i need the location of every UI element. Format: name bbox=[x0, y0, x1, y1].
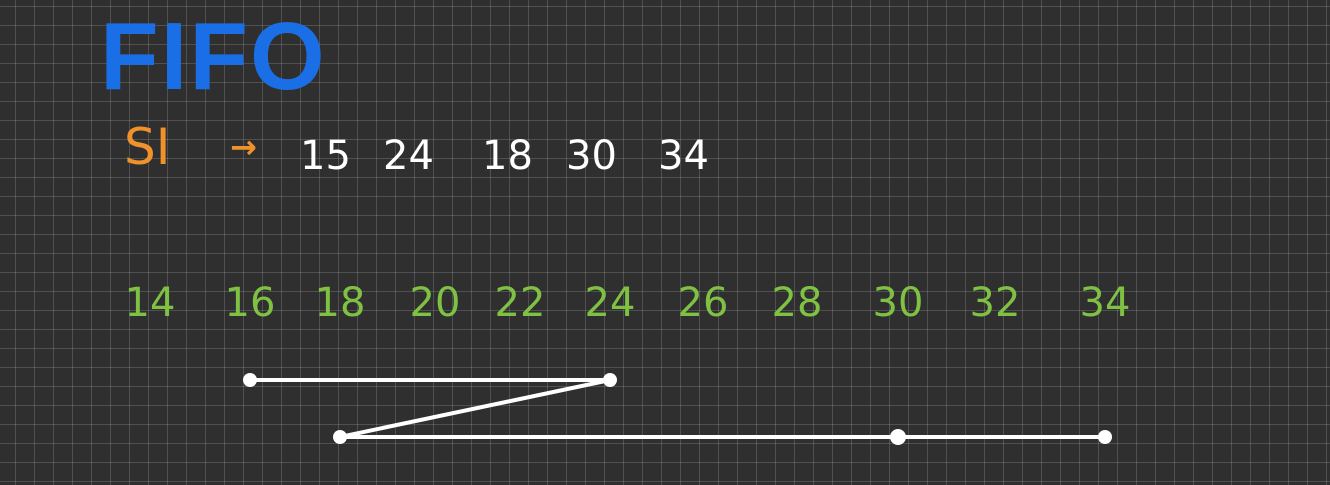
axis-tick-label: 14 bbox=[124, 280, 176, 326]
axis-tick-label: 32 bbox=[969, 280, 1021, 326]
sequence-item: 15 bbox=[300, 133, 351, 179]
page-title: FIFO bbox=[100, 3, 327, 110]
axis-tick-label: 18 bbox=[314, 280, 366, 326]
axis-tick-label: 20 bbox=[409, 280, 461, 326]
sequence-label: SI bbox=[124, 118, 171, 176]
axis-tick-label: 22 bbox=[494, 280, 546, 326]
axis-tick-label: 28 bbox=[771, 280, 823, 326]
path-point bbox=[603, 373, 617, 387]
axis-tick-label: 26 bbox=[677, 280, 729, 326]
axis-tick-label: 16 bbox=[224, 280, 276, 326]
path-point bbox=[243, 373, 257, 387]
axis-tick-label: 30 bbox=[872, 280, 924, 326]
path-point bbox=[1098, 430, 1112, 444]
sequence-item: 34 bbox=[658, 133, 709, 179]
path-point bbox=[333, 430, 347, 444]
sequence-item: 18 bbox=[482, 133, 533, 179]
path-point bbox=[890, 429, 906, 445]
sequence-item: 24 bbox=[383, 133, 434, 179]
axis-tick-label: 24 bbox=[584, 280, 636, 326]
axis-tick-label: 34 bbox=[1079, 280, 1131, 326]
sequence-item: 30 bbox=[566, 133, 617, 179]
sequence-arrow: → bbox=[230, 128, 257, 166]
path-segment bbox=[338, 378, 612, 439]
